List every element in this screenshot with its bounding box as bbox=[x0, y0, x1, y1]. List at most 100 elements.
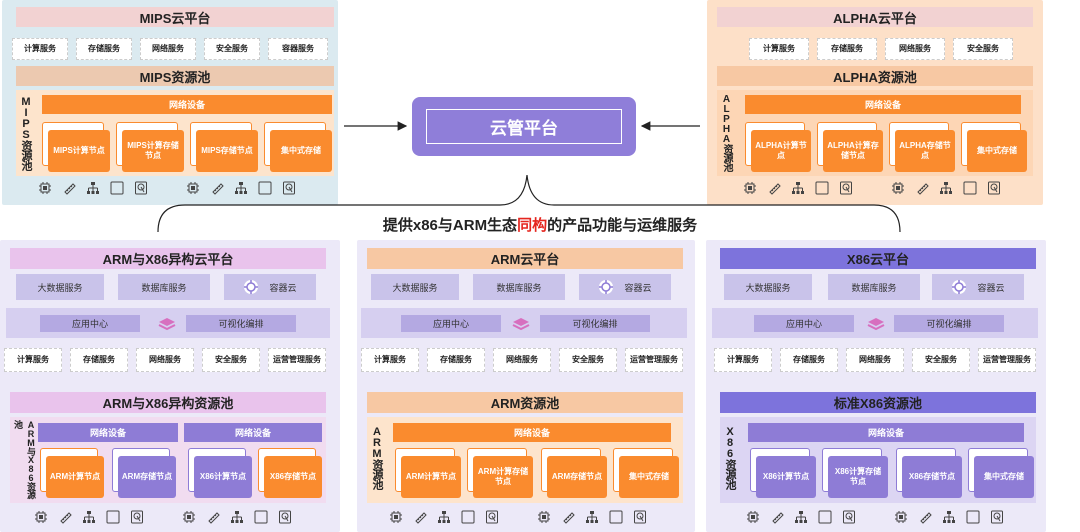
x86-paas-bigdata: 大数据服务 bbox=[724, 274, 812, 300]
alpha-service-network: 网络服务 bbox=[885, 38, 945, 60]
memory-icon bbox=[563, 512, 575, 524]
mips-service-storage: 存储服务 bbox=[76, 38, 132, 60]
network-topology-icon bbox=[943, 511, 955, 523]
arm-visual-orchestration: 可视化编排 bbox=[540, 315, 650, 332]
server-icon bbox=[815, 181, 829, 195]
x86-network-device: 网络设备 bbox=[748, 423, 1024, 442]
mips-service-compute: 计算服务 bbox=[12, 38, 68, 60]
arm-pool-vlabel: ARM资源池 bbox=[371, 426, 383, 489]
hetero-node-stack-1: ARM计算节点 bbox=[40, 448, 104, 498]
hetero-x86-storage-node: X86存储节点 bbox=[264, 456, 322, 498]
mips-cloud-title: MIPS云平台 bbox=[16, 7, 334, 27]
arm-storage-node: ARM存储节点 bbox=[547, 456, 607, 498]
mips-central-storage: 集中式存储 bbox=[270, 130, 332, 172]
arm-node-stack-4: 集中式存储 bbox=[613, 448, 679, 498]
x86-service-network: 网络服务 bbox=[846, 348, 904, 372]
network-topology-icon bbox=[795, 511, 807, 523]
cpu-icon bbox=[895, 511, 907, 523]
arm-app-center: 应用中心 bbox=[401, 315, 501, 332]
container-cloud-icon bbox=[952, 280, 967, 294]
cloud-management-box[interactable]: 云管平台 bbox=[412, 97, 636, 156]
x86-visual-orchestration: 可视化编排 bbox=[894, 315, 1004, 332]
x86-service-compute: 计算服务 bbox=[714, 348, 772, 372]
disk-icon bbox=[840, 181, 852, 195]
arm-hardware-icons-right bbox=[537, 510, 647, 524]
arm-service-network: 网络服务 bbox=[493, 348, 551, 372]
arm-network-device: 网络设备 bbox=[393, 423, 671, 442]
cpu-icon bbox=[390, 511, 402, 523]
alpha-node-stack-4: 集中式存储 bbox=[961, 122, 1027, 172]
memory-icon bbox=[772, 512, 784, 524]
network-topology-icon bbox=[792, 182, 804, 194]
headline-prefix: 提供x86与ARM生态 bbox=[382, 217, 518, 234]
mips-network-device: 网络设备 bbox=[42, 95, 332, 114]
x86-node-stack-1: X86计算节点 bbox=[750, 448, 816, 498]
server-icon bbox=[254, 510, 268, 524]
container-cloud-icon bbox=[244, 280, 259, 294]
arm-node-stack-3: ARM存储节点 bbox=[541, 448, 607, 498]
cpu-icon bbox=[747, 511, 759, 523]
hetero-paas-bigdata: 大数据服务 bbox=[16, 274, 104, 300]
alpha-compute-node: ALPHA计算节点 bbox=[751, 130, 811, 172]
server-icon bbox=[963, 181, 977, 195]
container-cloud-icon bbox=[599, 280, 614, 294]
disk-icon bbox=[135, 181, 147, 195]
hetero-visual-orchestration: 可视化编排 bbox=[186, 315, 296, 332]
arm-compute-storage-node: ARM计算存储节点 bbox=[473, 456, 533, 498]
server-icon bbox=[461, 510, 475, 524]
disk-icon bbox=[843, 510, 855, 524]
hetero-x86-compute-node: X86计算节点 bbox=[194, 456, 252, 498]
x86-node-stack-2: X86计算存储节点 bbox=[822, 448, 888, 498]
cloud-management-title: 云管平台 bbox=[426, 109, 622, 144]
x86-cloud-title: X86云平台 bbox=[720, 248, 1036, 269]
alpha-compute-storage-node: ALPHA计算存储节点 bbox=[823, 130, 883, 172]
mips-hardware-icons-left bbox=[38, 181, 148, 195]
alpha-storage-node: ALPHA存储节点 bbox=[895, 130, 955, 172]
arm-service-compute: 计算服务 bbox=[361, 348, 419, 372]
x86-service-ops: 运营管理服务 bbox=[978, 348, 1036, 372]
memory-icon bbox=[208, 512, 220, 524]
network-topology-icon bbox=[87, 182, 99, 194]
x86-compute-node: X86计算节点 bbox=[756, 456, 816, 498]
mips-node-stack-1: MIPS计算节点 bbox=[42, 122, 110, 172]
x86-pool-vlabel: X86资源池 bbox=[724, 426, 736, 489]
memory-icon bbox=[415, 512, 427, 524]
hetero-paas-database: 数据库服务 bbox=[118, 274, 210, 300]
x86-hardware-icons-left bbox=[746, 510, 856, 524]
alpha-service-security: 安全服务 bbox=[953, 38, 1013, 60]
memory-icon bbox=[60, 512, 72, 524]
network-topology-icon bbox=[83, 511, 95, 523]
headline: 提供x86与ARM生态同构的产品功能与运维服务 bbox=[250, 214, 830, 235]
x86-hardware-icons-right bbox=[894, 510, 1004, 524]
headline-suffix: 的产品功能与运维服务 bbox=[547, 217, 698, 234]
arm-compute-node: ARM计算节点 bbox=[401, 456, 461, 498]
alpha-hardware-icons-left bbox=[743, 181, 853, 195]
mips-service-network: 网络服务 bbox=[140, 38, 196, 60]
hetero-service-compute: 计算服务 bbox=[4, 348, 62, 372]
alpha-cloud-title: ALPHA云平台 bbox=[717, 7, 1033, 27]
x86-paas-database: 数据库服务 bbox=[828, 274, 920, 300]
arm-node-stack-1: ARM计算节点 bbox=[395, 448, 461, 498]
server-icon bbox=[110, 181, 124, 195]
arm-paas-bigdata: 大数据服务 bbox=[371, 274, 459, 300]
network-topology-icon bbox=[940, 182, 952, 194]
x86-cloud-panel: X86云平台 大数据服务 数据库服务 容器云 应用中心 可视化编排 计算服务 存… bbox=[706, 240, 1046, 532]
alpha-hardware-icons-right bbox=[891, 181, 1001, 195]
alpha-cloud-panel: ALPHA云平台 计算服务 存储服务 网络服务 安全服务 ALPHA资源池 AL… bbox=[707, 0, 1043, 205]
network-topology-icon bbox=[438, 511, 450, 523]
alpha-service-compute: 计算服务 bbox=[749, 38, 809, 60]
mips-storage-node: MIPS存储节点 bbox=[196, 130, 258, 172]
arm-hardware-icons-left bbox=[389, 510, 499, 524]
hetero-node-stack-4: X86存储节点 bbox=[258, 448, 322, 498]
alpha-node-stack-1: ALPHA计算节点 bbox=[745, 122, 811, 172]
mips-pool-vlabel: MIPS资源池 bbox=[20, 96, 32, 170]
brace-bracket bbox=[157, 174, 901, 233]
alpha-node-stack-2: ALPHA计算存储节点 bbox=[817, 122, 883, 172]
x86-app-center: 应用中心 bbox=[754, 315, 854, 332]
hetero-hardware-icons-left bbox=[34, 510, 144, 524]
memory-icon bbox=[917, 183, 929, 195]
alpha-central-storage: 集中式存储 bbox=[967, 130, 1027, 172]
arm-central-storage: 集中式存储 bbox=[619, 456, 679, 498]
hetero-node-stack-2: ARM存储节点 bbox=[112, 448, 176, 498]
mips-service-container: 容器服务 bbox=[268, 38, 328, 60]
